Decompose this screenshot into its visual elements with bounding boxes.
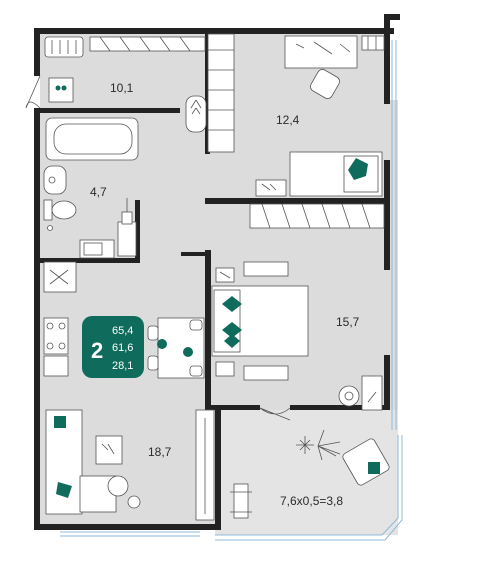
lamp-icon <box>107 475 141 509</box>
shelf-unit-icon <box>361 35 385 51</box>
plant-small-icon <box>255 179 287 197</box>
windows <box>60 40 403 541</box>
room-area-living-kitchen: 18,7 <box>148 445 172 459</box>
room-area-bedroom-master: 15,7 <box>336 315 360 329</box>
kitchen-counter-icon <box>43 317 69 377</box>
toilet-icon <box>43 199 77 221</box>
nightstand-icon <box>215 361 235 377</box>
room-count: 2 <box>91 338 103 363</box>
wc: 4,7 <box>43 165 137 259</box>
sink-icon <box>43 165 67 195</box>
boiler-icon <box>117 198 137 257</box>
room-area-balcony: 7,6х0,5=3,8 <box>280 494 343 508</box>
bedroom-master: 15,7 <box>211 261 383 421</box>
door-swing-icon <box>259 407 291 421</box>
bathtub-icon <box>45 117 139 161</box>
room-area-bedroom-small: 12,4 <box>276 113 300 127</box>
plant-icon <box>185 95 207 133</box>
walls <box>34 14 400 530</box>
bathroom: 10,1 <box>25 33 235 161</box>
bedroom-small: 12,4 <box>249 35 385 229</box>
stove-icon <box>43 261 77 293</box>
coffee-table-icon <box>95 435 123 465</box>
room-area-wc: 4,7 <box>90 185 107 199</box>
balcony: 7,6х0,5=3,8 <box>230 429 390 519</box>
sofa-icon <box>45 409 117 515</box>
plant-icon <box>296 429 341 461</box>
wardrobe-icon <box>249 203 385 229</box>
area-badge: 2 65,4 61,6 28,1 <box>82 316 144 378</box>
living-area: 61,6 <box>112 342 133 354</box>
washing-machine-icon <box>48 77 74 103</box>
armchair-icon <box>342 438 390 486</box>
dresser-icon <box>243 365 289 381</box>
dining-table-icon <box>147 317 205 379</box>
room-area-bathroom: 10,1 <box>110 81 134 95</box>
bed-icon <box>289 151 383 197</box>
microwave-icon <box>79 239 115 259</box>
bed-icon <box>211 285 309 357</box>
desk-icon <box>284 35 358 69</box>
shelf-icon <box>207 33 235 153</box>
kitchen-area: 28,1 <box>112 360 133 372</box>
dresser-icon <box>243 261 289 277</box>
door-swing-icon <box>25 75 41 109</box>
lamp-icon <box>338 385 360 407</box>
chair-icon <box>310 69 340 99</box>
wall-cabinet-icon <box>361 375 383 411</box>
cabinet-icon <box>89 36 206 52</box>
towel-rack-icon <box>44 36 84 58</box>
total-area: 65,4 <box>112 325 133 337</box>
living-kitchen: 18,7 <box>43 261 215 521</box>
nightstand-icon <box>215 267 235 283</box>
exercise-bike-icon <box>230 483 252 519</box>
tv-stand-icon <box>195 409 215 521</box>
